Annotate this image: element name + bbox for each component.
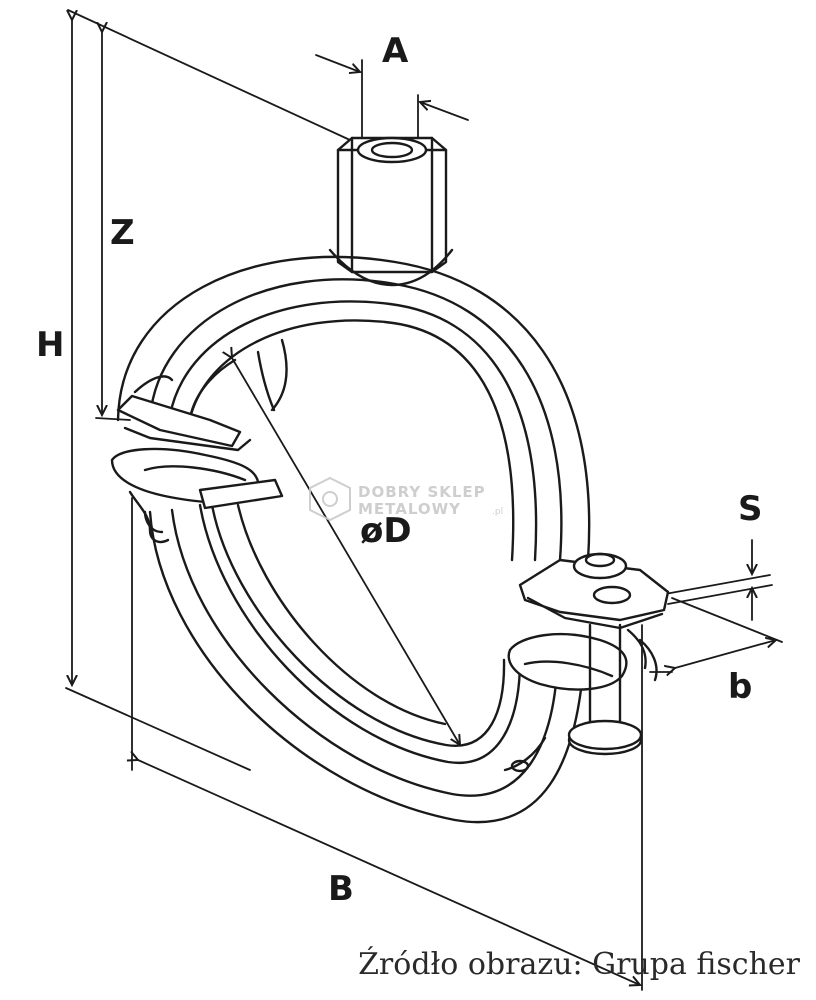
watermark-line1: DOBRY SKLEP [358,483,486,501]
dimension-b-line [138,760,640,985]
dimension-a-arrow-left [315,54,360,72]
label-b-large: B [328,869,354,909]
dimension-d-line [232,358,460,745]
watermark-suffix: .pl [492,507,503,517]
extension-line-top [67,9,351,141]
extension-line-h-bottom [65,687,251,771]
label-s: S [738,489,763,529]
image-source-caption: Źródło obrazu: Grupa fischer [358,947,800,982]
dimension-a-arrow-right [420,102,469,121]
extension-line-s-top [664,574,771,595]
extension-line-b-small-right [671,597,783,643]
extension-line-z-bottom [95,417,131,421]
watermark-logo-icon [309,476,351,522]
extension-line-s-bottom [667,584,773,605]
label-b-small: b [728,667,752,707]
label-diameter-d: øD [360,511,412,551]
dimension-b-small-line [675,640,776,668]
dimension-lines [65,9,783,991]
left-flange [110,375,284,544]
label-h: H [36,325,64,365]
label-z: Z [110,213,135,253]
watermark: DOBRY SKLEP METALOWY .pl [309,476,503,522]
clamp-ring [116,255,591,824]
label-a: A [382,31,409,71]
watermark-line2: METALOWY [358,500,461,518]
right-flange [507,552,670,756]
hex-nut [328,136,454,287]
